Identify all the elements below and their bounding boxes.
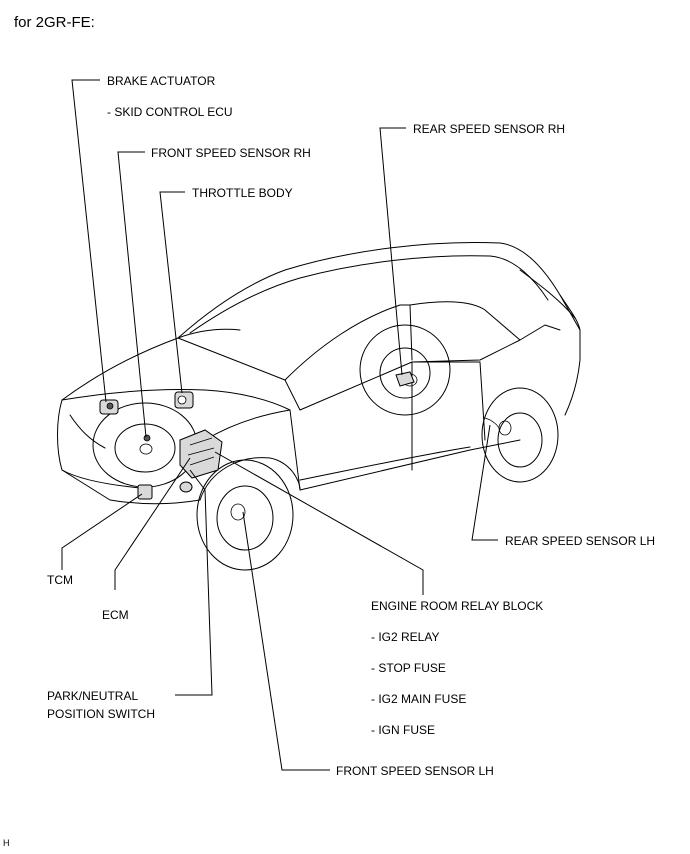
tcm-part bbox=[137, 484, 153, 500]
label-tcm: TCM bbox=[47, 573, 73, 587]
label-ign-fuse: - IGN FUSE bbox=[371, 723, 436, 737]
front-left-wheel bbox=[196, 459, 294, 571]
figure-code: H bbox=[3, 838, 10, 848]
rear-left-wheel bbox=[481, 387, 559, 483]
label-park-neutral-line1: PARK/NEUTRAL bbox=[47, 689, 139, 703]
label-ig2-relay: - IG2 RELAY bbox=[371, 630, 440, 644]
label-throttle-body: THROTTLE BODY bbox=[192, 186, 293, 200]
label-front-speed-sensor-lh: FRONT SPEED SENSOR LH bbox=[336, 764, 494, 778]
front-speed-sensor-rh-part bbox=[143, 434, 151, 442]
page-title: for 2GR-FE: bbox=[14, 14, 95, 31]
label-front-speed-sensor-rh: FRONT SPEED SENSOR RH bbox=[151, 146, 311, 160]
label-engine-room-relay-block: ENGINE ROOM RELAY BLOCK bbox=[371, 599, 544, 613]
throttle-body-part bbox=[174, 391, 194, 409]
label-skid-control-ecu: - SKID CONTROL ECU bbox=[107, 105, 233, 119]
label-rear-speed-sensor-rh: REAR SPEED SENSOR RH bbox=[413, 122, 566, 136]
brake-actuator-part bbox=[99, 399, 119, 415]
vehicle-outline bbox=[57, 241, 581, 505]
label-park-neutral-line2: POSITION SWITCH bbox=[47, 707, 155, 721]
label-ecm: ECM bbox=[102, 608, 129, 622]
label-brake-actuator: BRAKE ACTUATOR bbox=[107, 74, 216, 88]
park-neutral-switch-part bbox=[179, 481, 193, 493]
leader-lines bbox=[61, 79, 498, 771]
label-ig2-main-fuse: - IG2 MAIN FUSE bbox=[371, 692, 467, 706]
label-stop-fuse: - STOP FUSE bbox=[371, 661, 446, 675]
rear-speed-sensor-rh-part bbox=[395, 371, 415, 387]
rear-right-wheel bbox=[359, 324, 451, 416]
rear-speed-sensor-lh-part bbox=[484, 417, 501, 431]
label-rear-speed-sensor-lh: REAR SPEED SENSOR LH bbox=[505, 534, 656, 548]
engine-room-relay-block-part bbox=[179, 429, 223, 479]
